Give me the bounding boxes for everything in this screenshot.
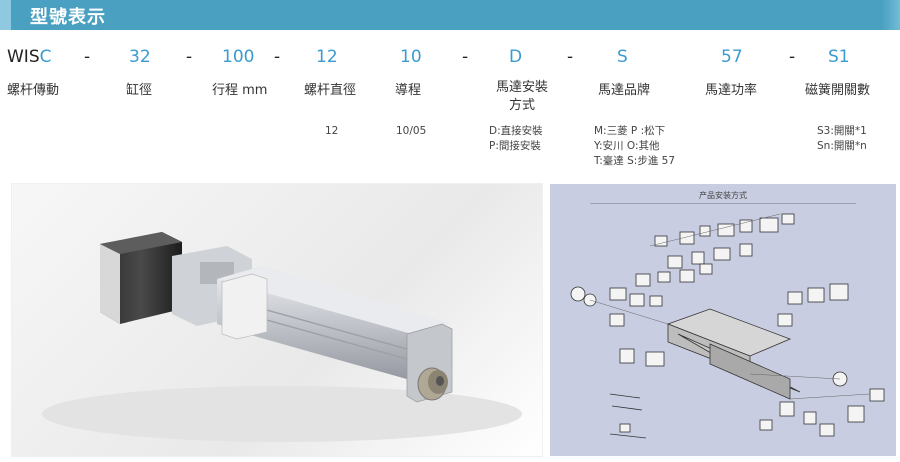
code-prefix: WISC <box>7 47 52 67</box>
header-accent <box>0 0 11 30</box>
label-reed-switch: 磁簧開關數 <box>805 83 871 98</box>
option-brand-line2: Y:安川 O:其他 <box>594 140 660 152</box>
option-screw-dia: 12 <box>325 125 339 137</box>
label-screw-dia: 螺杆直徑 <box>304 83 357 98</box>
code-motor-brand: S <box>617 47 628 67</box>
label-stroke: 行程 mm <box>212 83 268 98</box>
option-direct-mount: D:直接安裝 <box>489 125 543 137</box>
diagram-title: 产品安装方式 <box>699 191 747 200</box>
label-motor-mount: 馬達安裝 方式 <box>491 79 553 115</box>
product-photo <box>11 183 543 457</box>
dash-6: - <box>789 47 796 67</box>
code-prefix-c: C <box>39 47 52 67</box>
section-title: 型號表示 <box>30 7 106 28</box>
label-motor-mount-line2: 方式 <box>508 98 535 113</box>
dash-2: - <box>186 47 193 67</box>
diagram-title-rule <box>590 203 856 204</box>
mounting-diagram: 产品安装方式 <box>550 184 896 456</box>
label-lead: 導程 <box>395 83 422 98</box>
option-motor-brand: M:三菱 P :松下 Y:安川 O:其他 T:臺達 S:步進 57 <box>594 124 675 169</box>
option-motor-mount: D:直接安裝 P:間接安裝 <box>489 124 543 154</box>
option-lead: 10/05 <box>396 125 427 137</box>
code-bore: 32 <box>129 47 151 67</box>
exploded-view <box>570 213 885 439</box>
option-reed-switch: S3:開關*1 Sn:開關*n <box>817 124 867 154</box>
label-type: 螺杆傳動 <box>7 83 60 98</box>
code-screw-dia: 12 <box>316 47 338 67</box>
section-header: 型號表示 <box>0 0 900 30</box>
code-stroke: 100 <box>222 47 255 67</box>
option-brand-line3: T:臺達 S:步進 57 <box>594 155 676 167</box>
option-brand-line1: M:三菱 P :松下 <box>594 125 666 137</box>
label-bore: 缸徑 <box>126 83 153 98</box>
motor-body <box>100 232 182 324</box>
code-reed-switch: S1 <box>828 47 850 67</box>
dash-1: - <box>84 47 91 67</box>
option-reed-sn: Sn:開關*n <box>817 140 867 152</box>
header-cap <box>882 0 900 30</box>
label-motor-brand: 馬達品牌 <box>598 83 651 98</box>
code-motor-mount: D <box>509 47 523 67</box>
dash-5: - <box>567 47 574 67</box>
option-reed-s3: S3:開關*1 <box>817 125 867 137</box>
actuator-illustration <box>42 232 522 442</box>
option-indirect-mount: P:間接安裝 <box>489 140 541 152</box>
code-lead: 10 <box>400 47 422 67</box>
actuator-rail <box>217 279 442 389</box>
label-motor-power: 馬達功率 <box>705 83 758 98</box>
label-motor-mount-line1: 馬達安裝 <box>495 80 548 95</box>
dash-3: - <box>274 47 281 67</box>
code-motor-power: 57 <box>721 47 743 67</box>
dash-4: - <box>462 47 469 67</box>
